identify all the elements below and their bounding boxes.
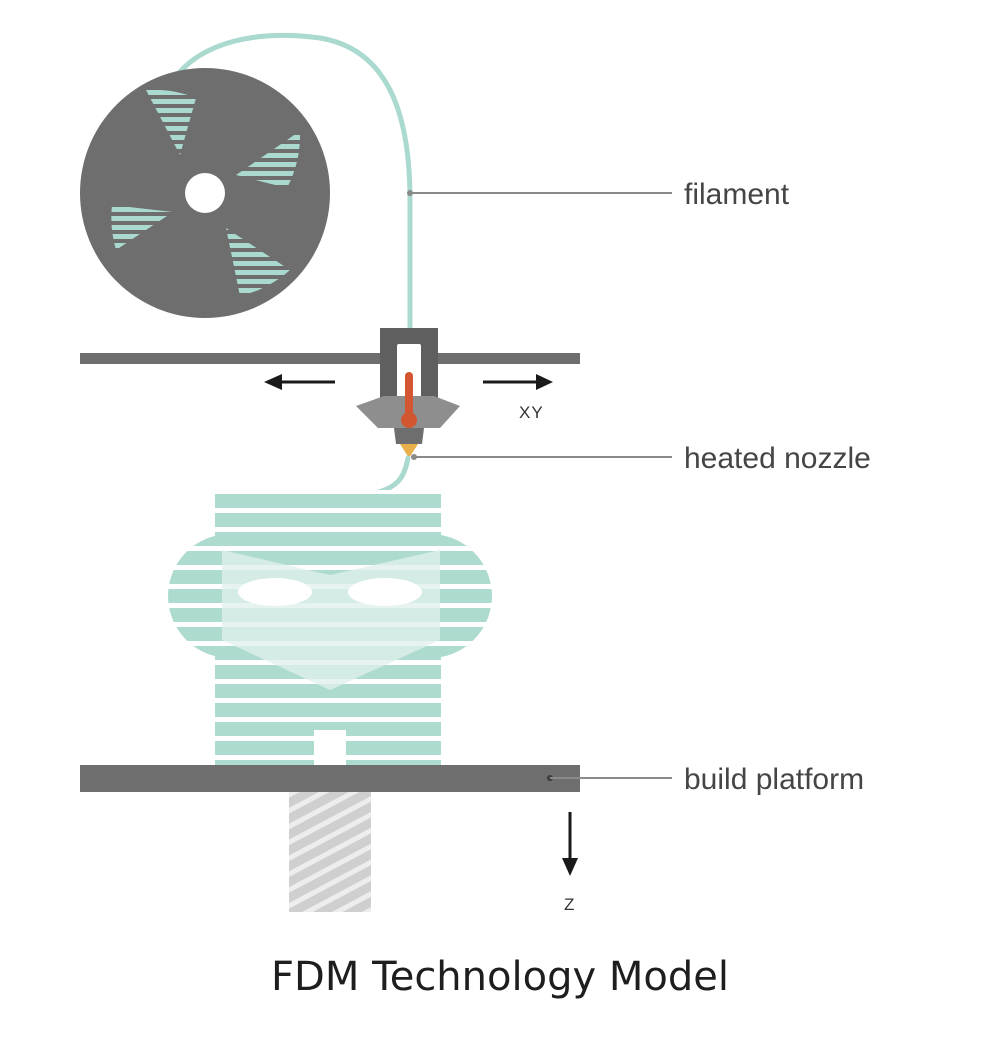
heated-nozzle-callout: heated nozzle [411, 442, 871, 475]
build-platform [80, 765, 580, 792]
xy-axis-label: XY [519, 403, 544, 422]
filament-strand [169, 32, 413, 335]
filament-callout: filament [407, 178, 790, 211]
eye-right [348, 578, 422, 606]
extruded-strand [369, 455, 411, 497]
arrow-left-icon [264, 374, 335, 390]
heated-nozzle-label: heated nozzle [684, 442, 871, 475]
printed-object [168, 490, 492, 766]
eye-left [238, 578, 312, 606]
gantry-rail [80, 353, 580, 364]
arrow-right-icon [483, 374, 553, 390]
filament-spool-icon [80, 68, 330, 318]
build-platform-label: build platform [684, 763, 864, 796]
diagram-caption: FDM Technology Model [271, 954, 729, 1000]
filament-label: filament [684, 178, 790, 211]
lead-screw-icon [289, 792, 371, 912]
build-platform-callout: build platform [547, 763, 864, 796]
z-axis-label: Z [564, 895, 575, 914]
arrow-down-icon [562, 812, 578, 876]
thermometer-icon [401, 372, 417, 428]
